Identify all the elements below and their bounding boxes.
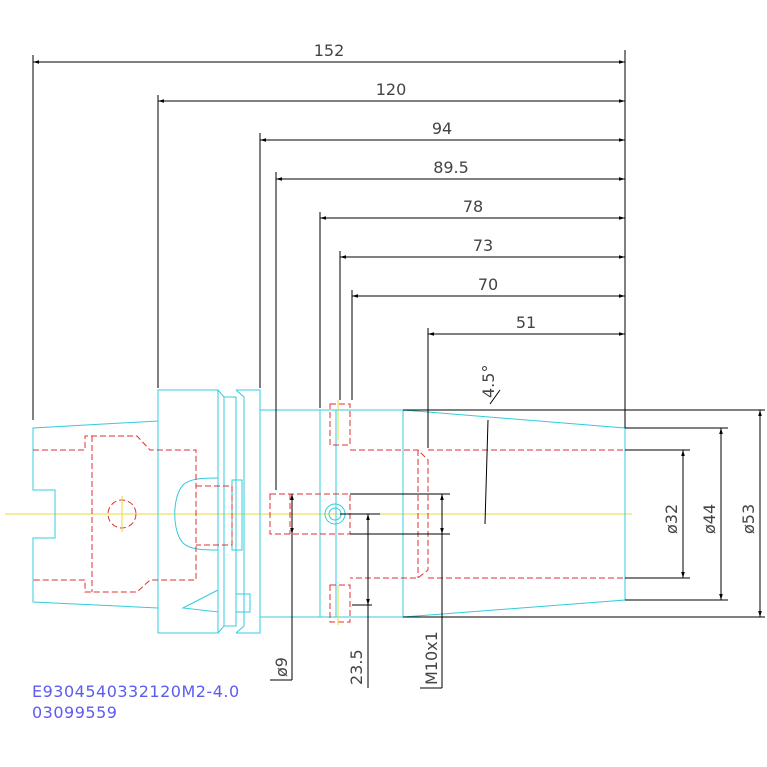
angle-label: 4.5°: [479, 365, 498, 398]
dim-94-label: 94: [432, 119, 452, 138]
dim-51-label: 51: [516, 313, 536, 332]
center-marks: [121, 400, 339, 625]
thread-label: M10x1: [422, 631, 441, 685]
dim-89-5-label: 89.5: [433, 158, 469, 177]
dimension-lines: [32, 50, 765, 689]
dim-73-label: 73: [473, 236, 493, 255]
part-number-caption: 03099559: [32, 703, 118, 722]
dim-78-label: 78: [463, 197, 483, 216]
dia-32-label: ø32: [662, 504, 681, 534]
dia-9-label: ø9: [272, 657, 291, 677]
tool-outline: [32, 389, 626, 634]
dim-23-5-label: 23.5: [347, 649, 366, 685]
dia-53-label: ø53: [739, 504, 758, 534]
dim-70-label: 70: [478, 275, 498, 294]
dia-44-label: ø44: [700, 504, 719, 534]
part-code-caption: E9304540332120M2-4.0: [32, 682, 240, 701]
dim-152-label: 152: [314, 41, 345, 60]
dim-120-label: 120: [376, 80, 407, 99]
